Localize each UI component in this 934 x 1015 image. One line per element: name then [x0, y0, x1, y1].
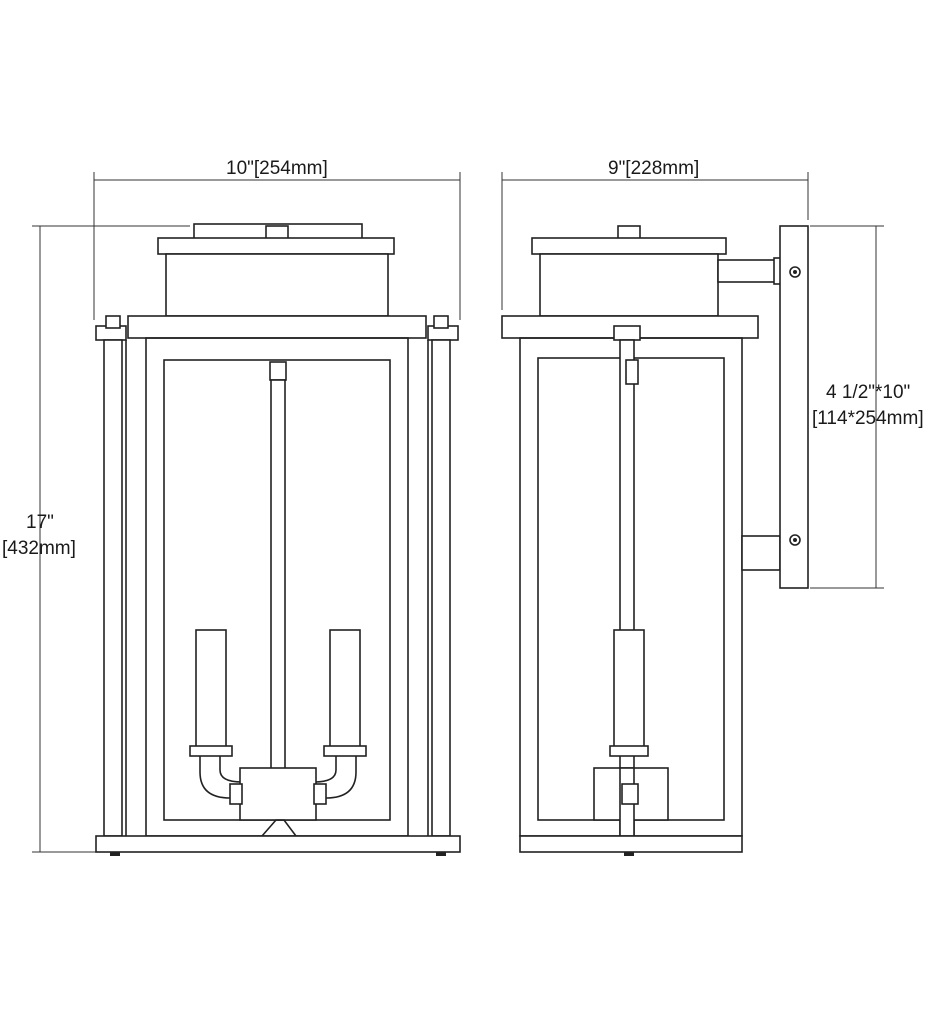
backplate-inches-label: 4 1/2"*10"	[826, 382, 911, 403]
side-depth-dimension	[501, 172, 809, 310]
front-view	[95, 223, 461, 856]
front-width-dimension	[93, 172, 461, 320]
backplate-mm-label: [114*254mm]	[812, 408, 924, 429]
side-view	[501, 225, 809, 856]
height-mm-label: [432mm]	[2, 538, 76, 559]
height-inches-label: 17"	[26, 512, 54, 533]
height-dimension	[32, 225, 190, 853]
front-width-label: 10"[254mm]	[226, 158, 328, 179]
backplate-dimension	[810, 225, 884, 589]
side-depth-label: 9"[228mm]	[608, 158, 700, 179]
